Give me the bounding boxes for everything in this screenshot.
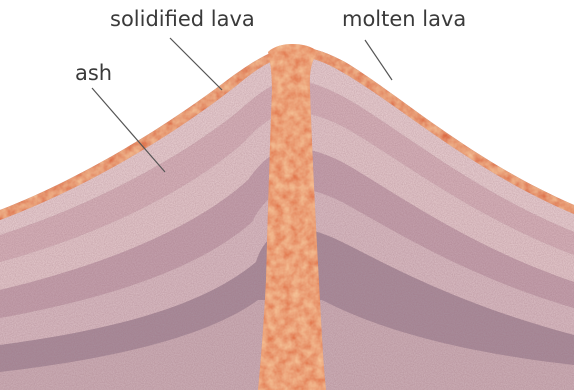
label-molten-lava: molten lava [342, 9, 466, 30]
leader-line-solidified-lava [170, 38, 222, 90]
label-ash: ash [75, 63, 112, 84]
leader-line-molten-lava [365, 40, 392, 80]
label-solidified-lava: solidified lava [110, 9, 255, 30]
